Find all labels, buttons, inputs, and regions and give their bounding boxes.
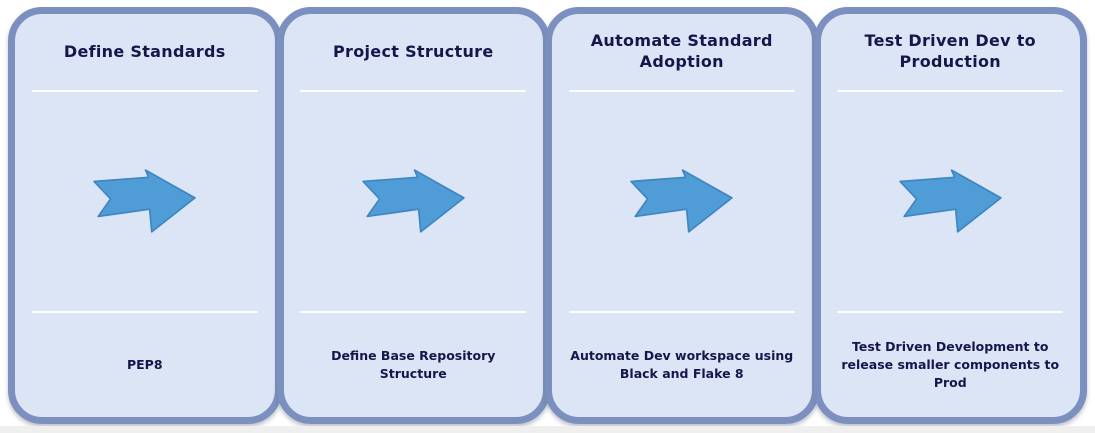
step-card-test-driven-dev: Test Driven Dev to Production Test Drive… [813,7,1087,424]
card-description: Define Base Repository Structure [331,347,496,381]
right-arrow-icon [898,169,1002,233]
right-arrow-icon [630,169,734,233]
card-bottom-divider [31,311,258,313]
card-top-divider [31,90,258,92]
card-description: Test Driven Development to release small… [841,338,1060,391]
step-card-automate-standard-adoption: Automate Standard Adoption Automate Dev … [545,7,819,424]
card-description: Automate Dev workspace using Black and F… [570,347,794,381]
step-card-project-structure: Project Structure Define Base Repository… [276,7,550,424]
right-arrow-icon [361,169,465,233]
card-arrow-area [284,92,544,311]
card-arrow-area [821,92,1081,311]
card-description: PEP8 [126,356,163,372]
card-arrow-area [552,92,812,311]
card-top-divider [837,90,1064,92]
card-arrow-area [15,92,275,311]
card-bottom-divider [568,311,795,313]
card-top-divider [568,90,795,92]
steps-row: Define Standards PEP8 Project Structure … [8,7,1087,424]
card-title: Define Standards [63,41,226,61]
right-arrow-icon [93,169,197,233]
card-title: Project Structure [333,41,494,61]
card-bottom-divider [300,311,527,313]
step-card-define-standards: Define Standards PEP8 [8,7,282,424]
card-title: Automate Standard Adoption [590,31,773,71]
card-title: Test Driven Dev to Production [864,31,1036,71]
card-bottom-divider [837,311,1064,313]
card-top-divider [300,90,527,92]
bottom-strip [0,426,1095,433]
